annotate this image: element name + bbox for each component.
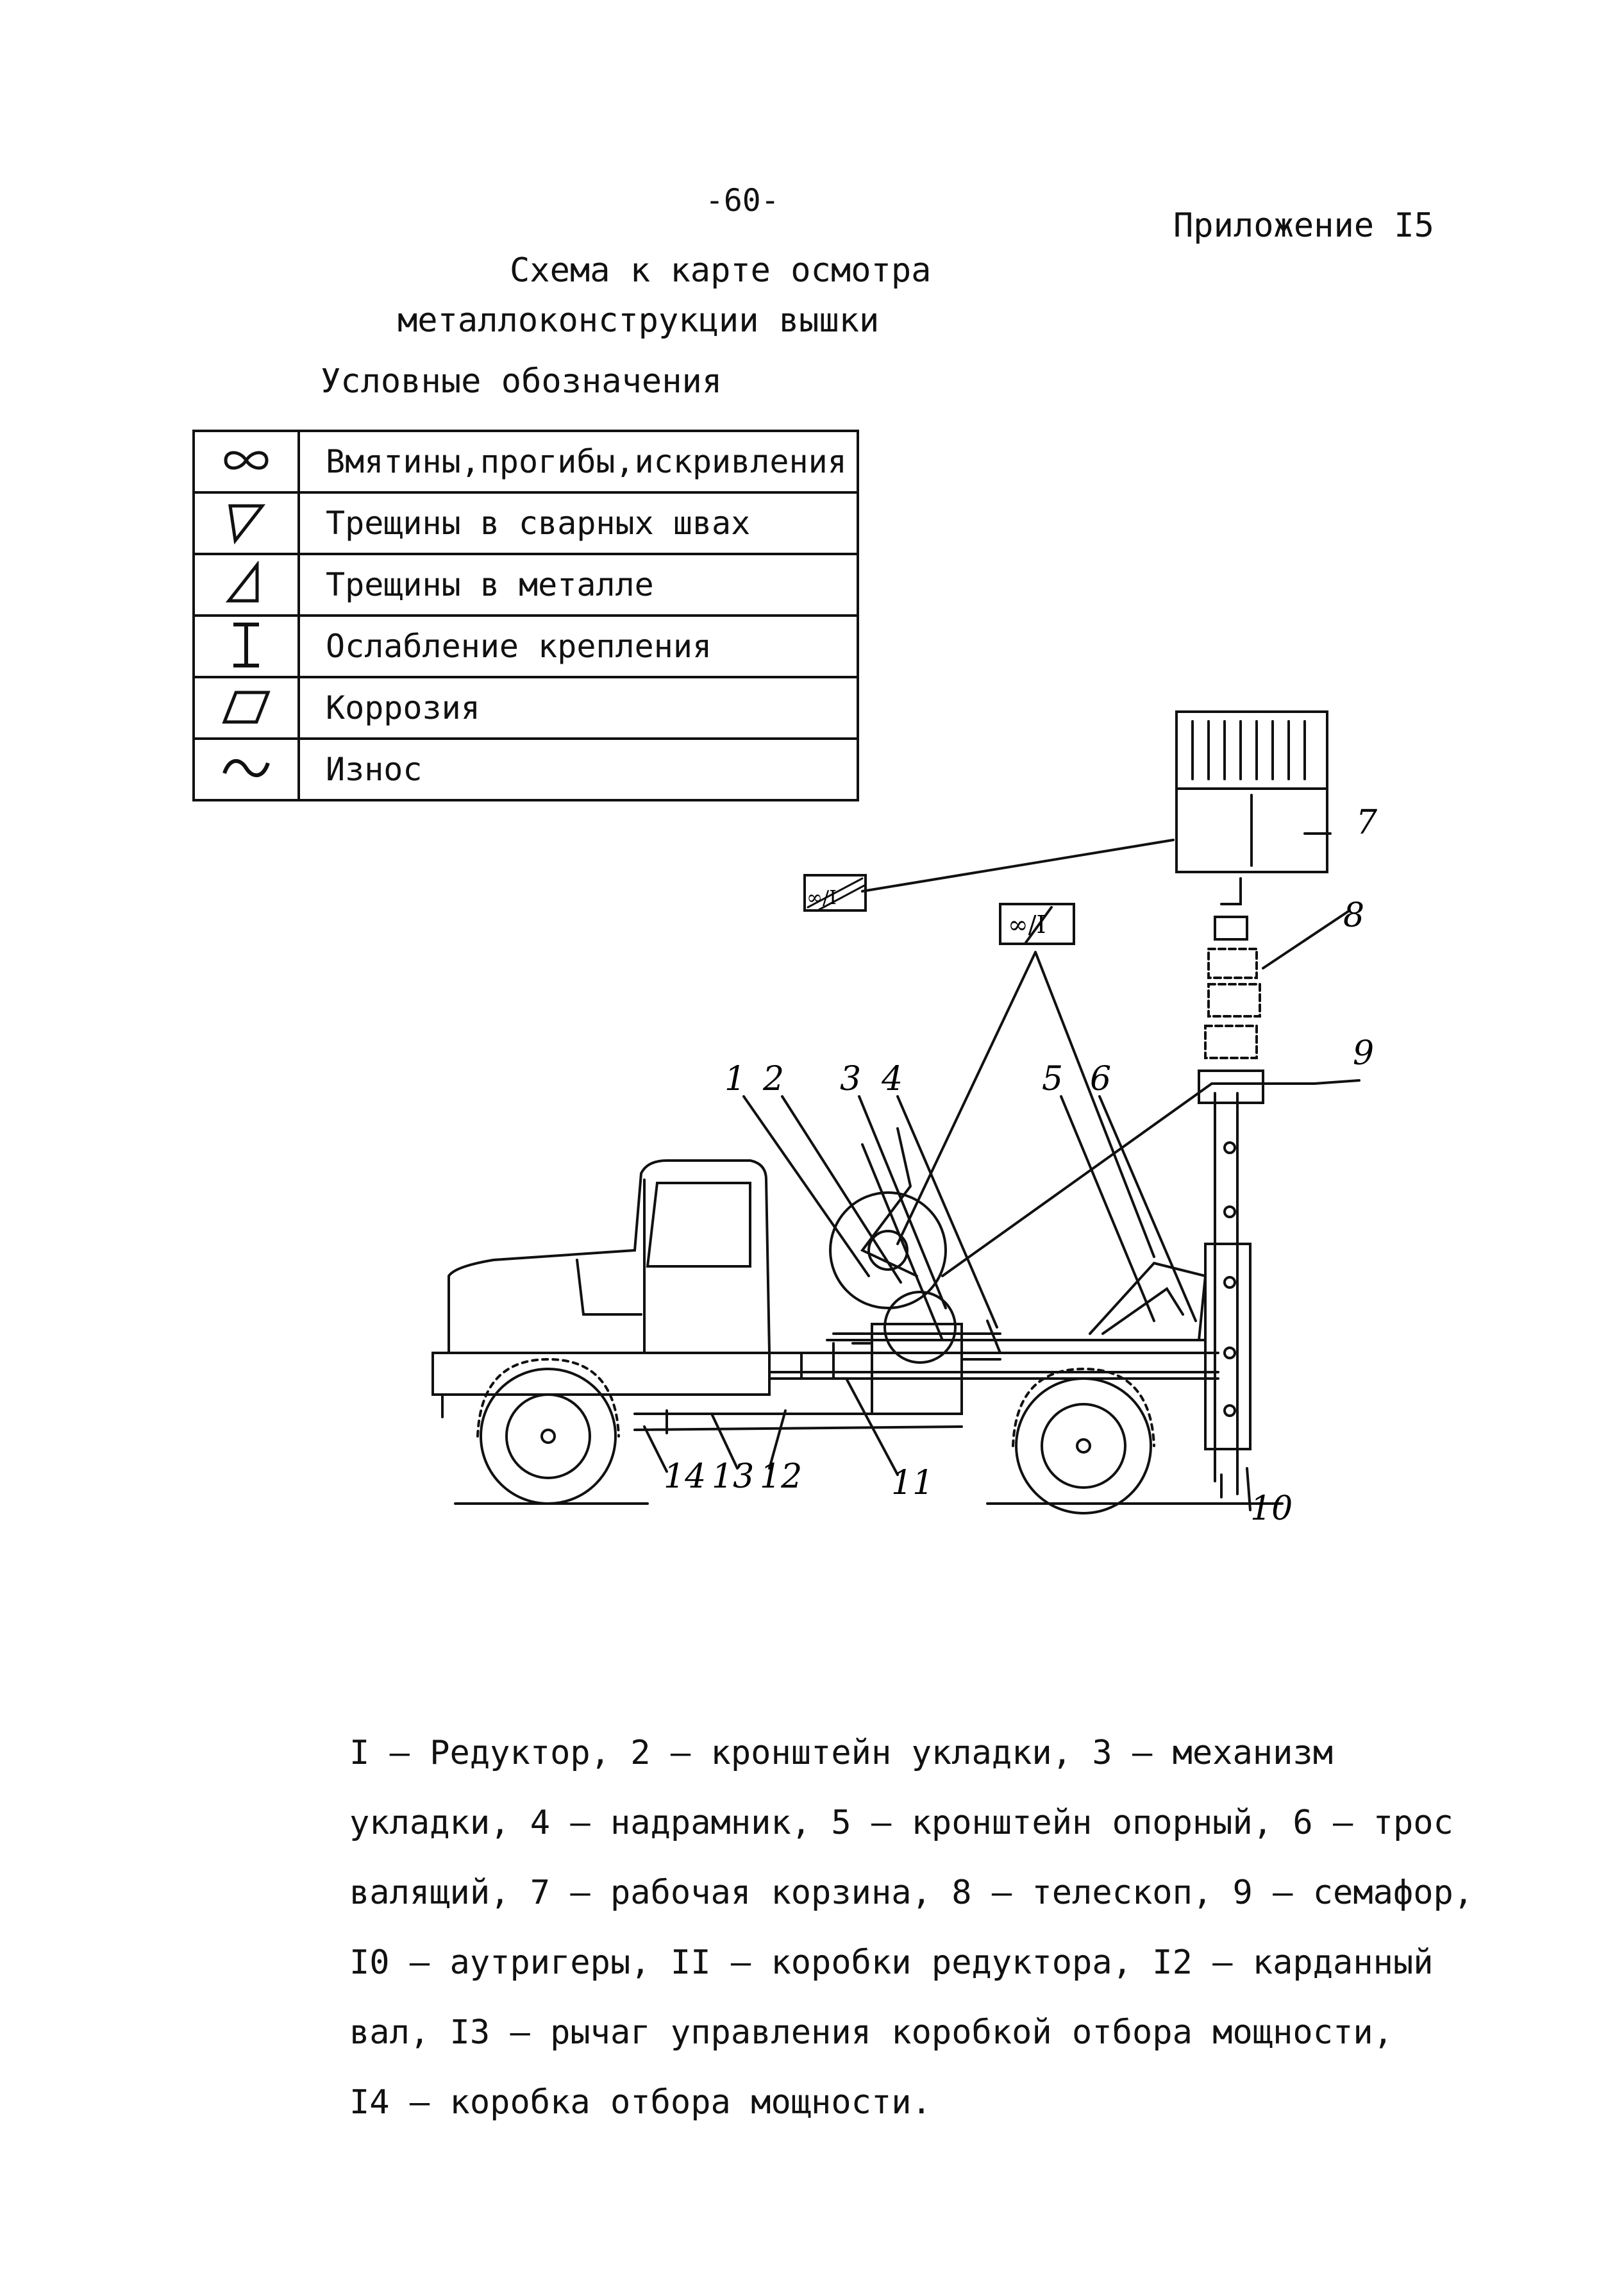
callout-label: 11 [891,1464,933,1502]
title-line-1: Схема к карте осмотра [510,251,932,290]
parallelogram-icon [222,691,271,724]
callout-label: 6 [1090,1060,1111,1098]
chassis-frame [768,1345,1219,1393]
legend-label: Вмятины,прогибы,искривления [297,430,859,494]
callout-label: 13 [712,1457,754,1496]
legend-label: Трещины в металле [297,553,859,617]
caption-line: укладки, 4 – надрамник, 5 – кронштейн оп… [349,1804,1453,1842]
laying-mechanism [829,1127,1001,1380]
legend-row: Вмятины,прогибы,искривления [192,430,859,494]
subframe [826,1287,1207,1354]
callout-label: 8 [1343,896,1364,935]
truck-cab [448,1159,771,1354]
callout-label: 1 [724,1060,746,1098]
leader-line [643,1377,1251,1511]
legend-row: Износ [192,737,859,801]
tilde-icon [222,759,270,777]
caption-line: I4 – коробка отбора мощности. [349,2083,932,2122]
reducer [851,1323,1001,1415]
rear-wheel [1012,1367,1155,1514]
legend-label: Ослабление крепления [297,614,859,678]
infinity-icon [224,451,269,470]
legend-row: Трещины в сварных швах [192,491,859,555]
legend-label: Трещины в сварных швах [297,491,859,555]
boom-damage-flag [999,903,1075,945]
legend-label: Износ [297,737,859,801]
flag-basket-label: ∞/I [807,887,837,909]
legend-row: Коррозия [192,676,859,740]
callout-label: 12 [760,1457,802,1496]
support-bracket [1089,1261,1207,1341]
callout-label: 10 [1250,1489,1293,1528]
appendix-label: Приложение I5 [1173,206,1434,245]
work-basket [1175,710,1328,873]
metal-crack-triangle-icon [225,560,259,603]
caption-line: вал, I3 – рычаг управления коробкой отбо… [349,2013,1393,2052]
legend-table: Вмятины,прогибы,искривления Трещины в св… [192,430,859,801]
page-number: -60- [705,183,780,219]
telescope-boom [1198,877,1264,1498]
callout-label: 3 [840,1060,861,1098]
callout-label: 7 [1356,803,1378,842]
title-line-2: металлоконструкции вышки [398,301,880,340]
legend-row: Трещины в металле [192,553,859,617]
leader-line [941,1079,1360,1277]
flag-boom-label: ∞/I [1008,910,1046,939]
leader-line [742,1095,1197,1329]
basket-damage-flag [803,874,867,912]
legend-heading: Условные обозначения [321,362,723,401]
callout-label: 2 [762,1060,784,1098]
callout-label: 4 [881,1060,903,1098]
leader-line [861,839,1175,893]
cab-window [646,1182,751,1268]
legend-label: Коррозия [297,676,859,740]
i-beam-icon [233,623,259,667]
legend-row: Ослабление крепления [192,614,859,678]
caption-line: валящий, 7 – рабочая корзина, 8 – телеск… [349,1874,1474,1912]
caption-line: I – Редуктор, 2 – кронштейн укладки, 3 –… [349,1734,1334,1772]
callout-label: 9 [1353,1034,1374,1073]
leader-line [1262,909,1351,969]
caption: I – Редуктор, 2 – кронштейн укладки, 3 –… [349,1718,1474,2138]
caption-line: I0 – аутригеры, II – коробки редуктора, … [349,1943,1434,1982]
callout-label: 14 [664,1457,706,1496]
front-bumper [431,1352,771,1396]
leader-line [896,951,1155,1258]
front-wheel [476,1357,620,1505]
callout-label: 5 [1042,1060,1063,1098]
weld-crack-triangle-icon [228,504,266,545]
